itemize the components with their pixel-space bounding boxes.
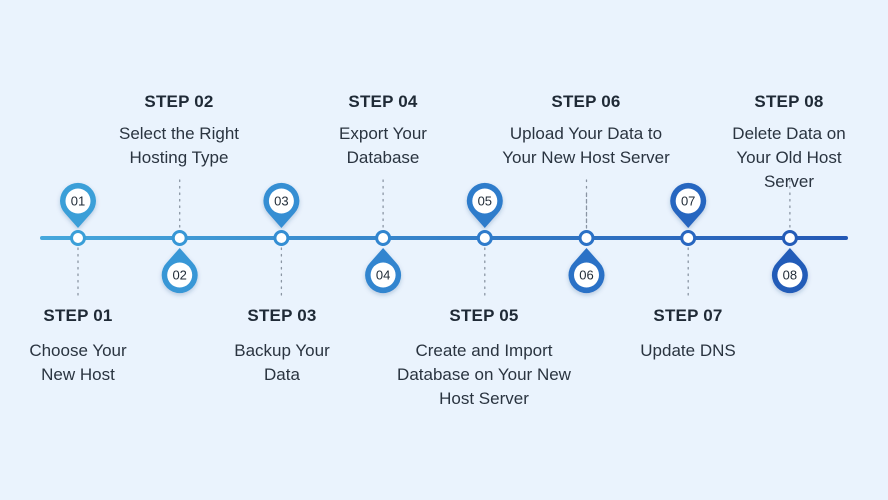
step-06-description: Upload Your Data to Your New Host Server bbox=[502, 124, 670, 167]
step-03-title: STEP 03 bbox=[247, 306, 317, 325]
step-02-number: 02 bbox=[172, 268, 186, 283]
step-03-number: 03 bbox=[274, 194, 288, 209]
step-02-description: Select the Right Hosting Type bbox=[118, 124, 239, 167]
step-08-description: Delete Data on Your Old Host Server bbox=[732, 124, 846, 191]
step-03-marker bbox=[263, 182, 300, 228]
step-05-title: STEP 05 bbox=[449, 306, 519, 325]
step-07-description: Update DNS bbox=[640, 341, 736, 360]
step-03-node bbox=[273, 230, 290, 246]
step-07-number: 07 bbox=[681, 194, 695, 209]
step-04-marker bbox=[365, 248, 402, 294]
step-01-number: 01 bbox=[71, 194, 85, 209]
step-03-description: Backup Your Data bbox=[234, 341, 330, 384]
step-04-node bbox=[375, 230, 392, 246]
step-06-title: STEP 06 bbox=[551, 92, 621, 111]
step-05-number: 05 bbox=[478, 194, 492, 209]
step-05-description: Create and Import Database on Your New H… bbox=[397, 341, 571, 408]
step-07-title: STEP 07 bbox=[653, 306, 723, 325]
step-04-description: Export Your Database bbox=[339, 124, 427, 167]
step-07-node bbox=[680, 230, 697, 246]
timeline-line bbox=[40, 236, 848, 240]
step-08-number: 08 bbox=[783, 268, 797, 283]
step-04-title: STEP 04 bbox=[348, 92, 418, 111]
step-02-node bbox=[171, 230, 188, 246]
step-06-number: 06 bbox=[579, 268, 593, 283]
step-08-title: STEP 08 bbox=[754, 92, 824, 111]
step-08-marker bbox=[771, 248, 808, 294]
step-01-node bbox=[70, 230, 86, 246]
step-06-marker bbox=[568, 248, 605, 294]
step-04-number: 04 bbox=[376, 268, 390, 283]
step-07-marker bbox=[670, 182, 707, 228]
step-05-node bbox=[476, 230, 493, 246]
step-01-title: STEP 01 bbox=[43, 306, 113, 325]
step-02-title: STEP 02 bbox=[144, 92, 214, 111]
step-08-node bbox=[781, 230, 798, 246]
step-01-description: Choose Your New Host bbox=[29, 341, 127, 384]
step-06-node bbox=[578, 230, 595, 246]
step-05-marker bbox=[466, 182, 503, 228]
step-01-marker bbox=[60, 182, 97, 228]
step-02-marker bbox=[161, 248, 198, 294]
